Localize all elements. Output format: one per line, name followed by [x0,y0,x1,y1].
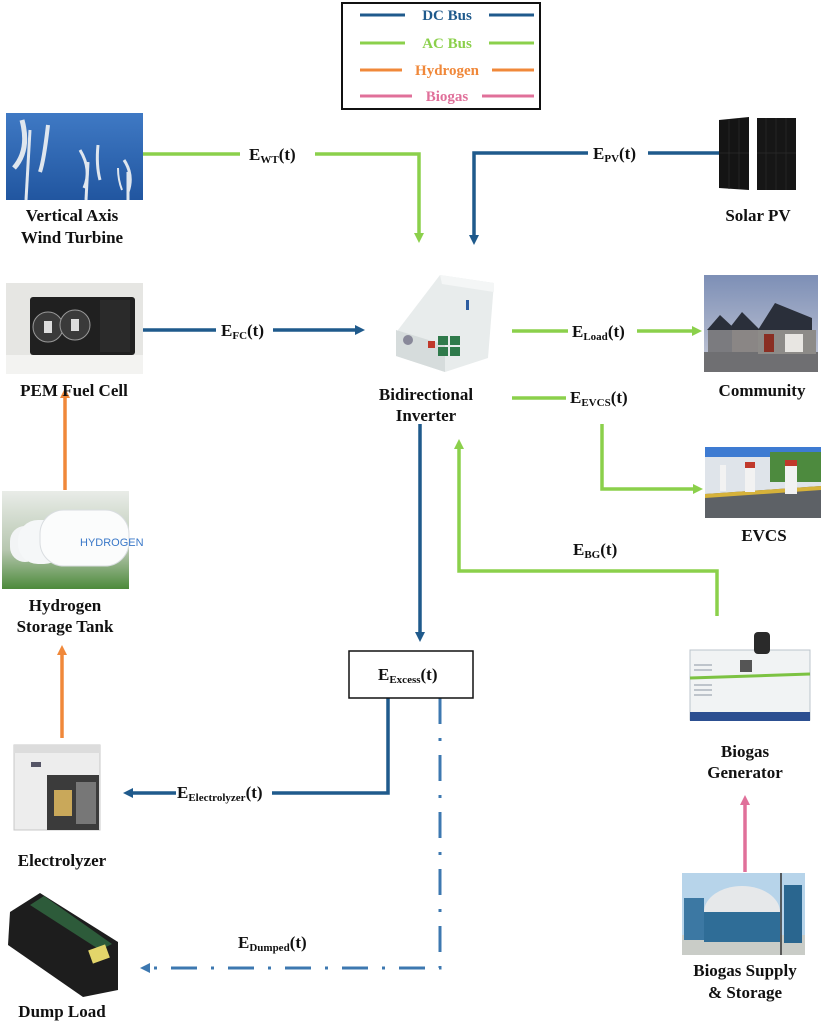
legend-label: Hydrogen [415,63,480,79]
flow-excess-to-electrolyzer [123,698,390,798]
solar-caption: Solar PV [725,206,791,225]
evcs-caption: EVCS [741,526,786,545]
svg-text:Biogas Supply: Biogas Supply [693,961,797,980]
legend-item-hydrogen: Hydrogen [360,60,534,80]
svg-text:Inverter: Inverter [396,406,457,425]
svg-text:& Storage: & Storage [708,983,783,1002]
svg-text:ELoad(t): ELoad(t) [572,322,625,343]
biogas-storage-caption: Biogas Supply & Storage [693,961,797,1002]
flow-excess-to-dump [140,698,442,973]
electrolyzer-photo [13,744,101,831]
houses-photo [704,275,818,372]
label-e-fc: EFC(t) [221,321,264,342]
svg-text:Storage Tank: Storage Tank [17,617,114,636]
label-e-bg: EBG(t) [573,540,617,561]
legend-item-ac-bus: AC Bus [360,33,534,53]
flow-biogas-to-inverter [454,439,719,616]
svg-text:Biogas: Biogas [721,742,770,761]
svg-text:EElectrolyzer(t): EElectrolyzer(t) [177,783,263,804]
svg-text:EExcess(t): EExcess(t) [378,665,438,686]
inverter-caption: Bidirectional Inverter [379,385,473,425]
label-e-wt: EWT(t) [249,145,296,166]
hydrogen-tank-photo: HYDROGEN [2,491,144,589]
legend-item-dc-bus: DC Bus [360,5,534,25]
svg-text:EWT(t): EWT(t) [249,145,296,166]
electrolyzer-caption: Electrolyzer [18,851,107,870]
inverter-photo [396,275,494,372]
generator-photo [689,632,811,721]
biogas-generator-caption: Biogas Generator [707,742,783,782]
label-e-evcs: EEVCS(t) [570,388,628,409]
svg-text:EFC(t): EFC(t) [221,321,264,342]
dump-load-photo [8,893,118,997]
biogas-digester-photo [682,873,805,955]
label-e-pv: EPV(t) [593,144,636,165]
wind-caption: Vertical Axis Wind Turbine [21,206,124,247]
solar-panel-photo [719,117,796,190]
svg-text:EPV(t): EPV(t) [593,144,636,165]
fuel-cell-caption: PEM Fuel Cell [20,381,128,400]
legend: DC Bus AC Bus Hydrogen Biogas [341,2,541,110]
dump-load-caption: Dump Load [18,1002,106,1021]
tank-text: HYDROGEN [80,537,144,549]
legend-label: DC Bus [422,8,472,24]
fuel-cell-photo [6,283,143,374]
svg-text:Bidirectional: Bidirectional [379,385,473,404]
label-e-electrolyzer: EElectrolyzer(t) [177,783,263,804]
excess-box: EExcess(t) [348,650,474,699]
community-caption: Community [719,381,806,400]
legend-label: Biogas [426,89,469,105]
svg-text:Hydrogen: Hydrogen [29,596,102,615]
flow-inverter-to-evcs [512,396,703,494]
legend-item-biogas: Biogas [360,86,534,106]
svg-text:EDumped(t): EDumped(t) [238,933,307,954]
svg-text:EBG(t): EBG(t) [573,540,617,561]
h2-tank-caption: Hydrogen Storage Tank [17,596,114,636]
svg-text:EEVCS(t): EEVCS(t) [570,388,628,409]
ev-charger-photo [705,447,821,518]
svg-text:Generator: Generator [707,763,783,782]
label-e-dumped: EDumped(t) [238,933,307,954]
svg-text:Wind Turbine: Wind Turbine [21,228,124,247]
label-e-load: ELoad(t) [572,322,625,343]
wind-turbine-photo [6,113,143,201]
legend-label: AC Bus [422,36,472,52]
svg-text:Vertical Axis: Vertical Axis [26,206,119,225]
flow-wind-to-inverter [143,152,424,243]
flow-pv-to-inverter [469,151,720,245]
